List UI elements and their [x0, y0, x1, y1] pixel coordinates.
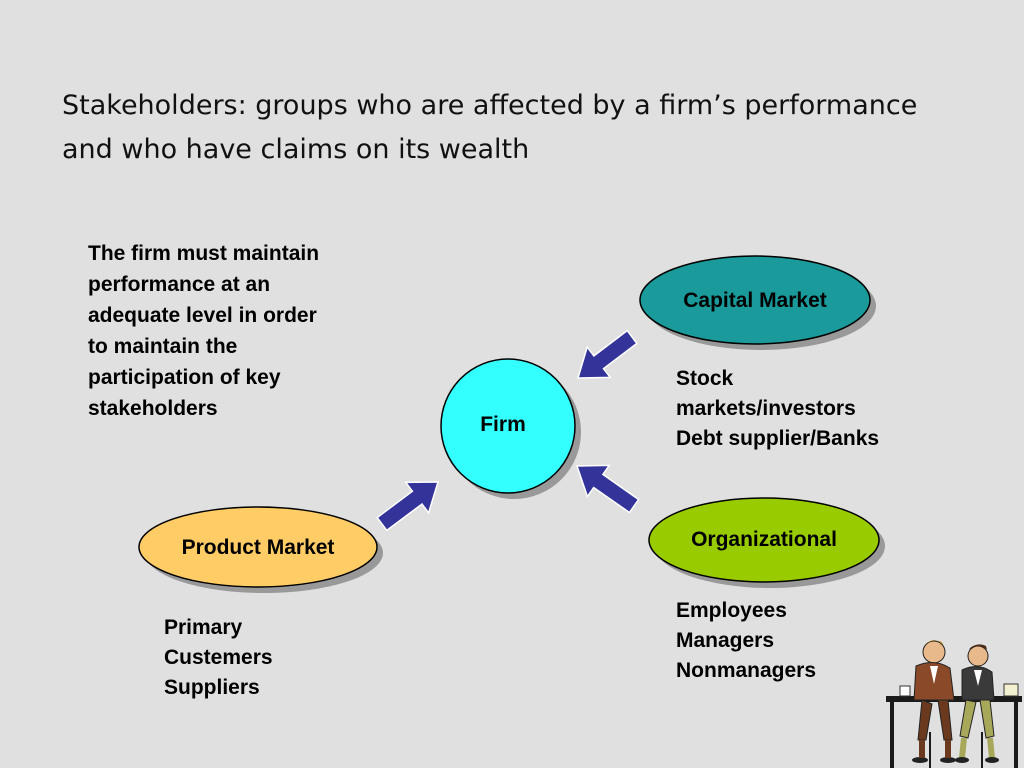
arrow-shape: [575, 464, 640, 514]
arrow-capital-to-firm: [576, 329, 638, 379]
list-item: Nonmanagers: [676, 659, 817, 682]
performance-note: The firm must maintain performance at an…: [88, 238, 388, 424]
arrow-shape: [376, 481, 440, 532]
firm-node: Firm: [440, 358, 581, 499]
cafe-people-clipart: [886, 640, 1022, 768]
list-item: Custemers: [164, 646, 273, 669]
list-item: Primary: [164, 616, 243, 639]
organizational-list: Employees Managers Nonmanagers: [676, 596, 816, 686]
product-market-ellipse: [138, 506, 378, 588]
list-item: markets/investors: [676, 397, 856, 420]
list-item: Employees: [676, 599, 787, 622]
note-line: The firm must maintain: [88, 242, 320, 265]
arrow-organizational-to-firm: [575, 464, 640, 514]
product-market-label: Product Market: [182, 536, 335, 559]
arrow-product-to-firm: [376, 481, 440, 532]
product-market-list: Primary Custemers Suppliers: [164, 613, 273, 703]
list-item: Managers: [676, 629, 775, 652]
arrow-shape: [576, 329, 638, 379]
organizational-label: Organizational: [691, 528, 837, 551]
note-line: performance at an: [88, 273, 271, 296]
note-line: stakeholders: [88, 397, 218, 420]
note-line: adequate level in order: [88, 304, 317, 327]
firm-label: Firm: [480, 413, 526, 436]
capital-market-label: Capital Market: [683, 289, 827, 312]
note-line: participation of key: [88, 366, 281, 389]
title-line-1: Stakeholders: groups who are affected by…: [62, 90, 918, 121]
title-line-2: and who have claims on its wealth: [62, 134, 530, 165]
list-item: Suppliers: [164, 676, 260, 699]
capital-market-list: Stock markets/investors Debt supplier/Ba…: [676, 364, 879, 454]
organizational-ellipse: [648, 497, 880, 583]
product-market-node: Product Market: [138, 506, 383, 593]
slide-title: Stakeholders: groups who are affected by…: [62, 84, 962, 172]
capital-market-ellipse: [639, 255, 871, 345]
organizational-node: Organizational: [648, 497, 885, 588]
firm-circle: [440, 358, 576, 494]
capital-market-node: Capital Market: [639, 255, 876, 350]
list-item: Stock: [676, 367, 734, 390]
list-item: Debt supplier/Banks: [676, 427, 880, 450]
note-line: to maintain the: [88, 335, 238, 358]
